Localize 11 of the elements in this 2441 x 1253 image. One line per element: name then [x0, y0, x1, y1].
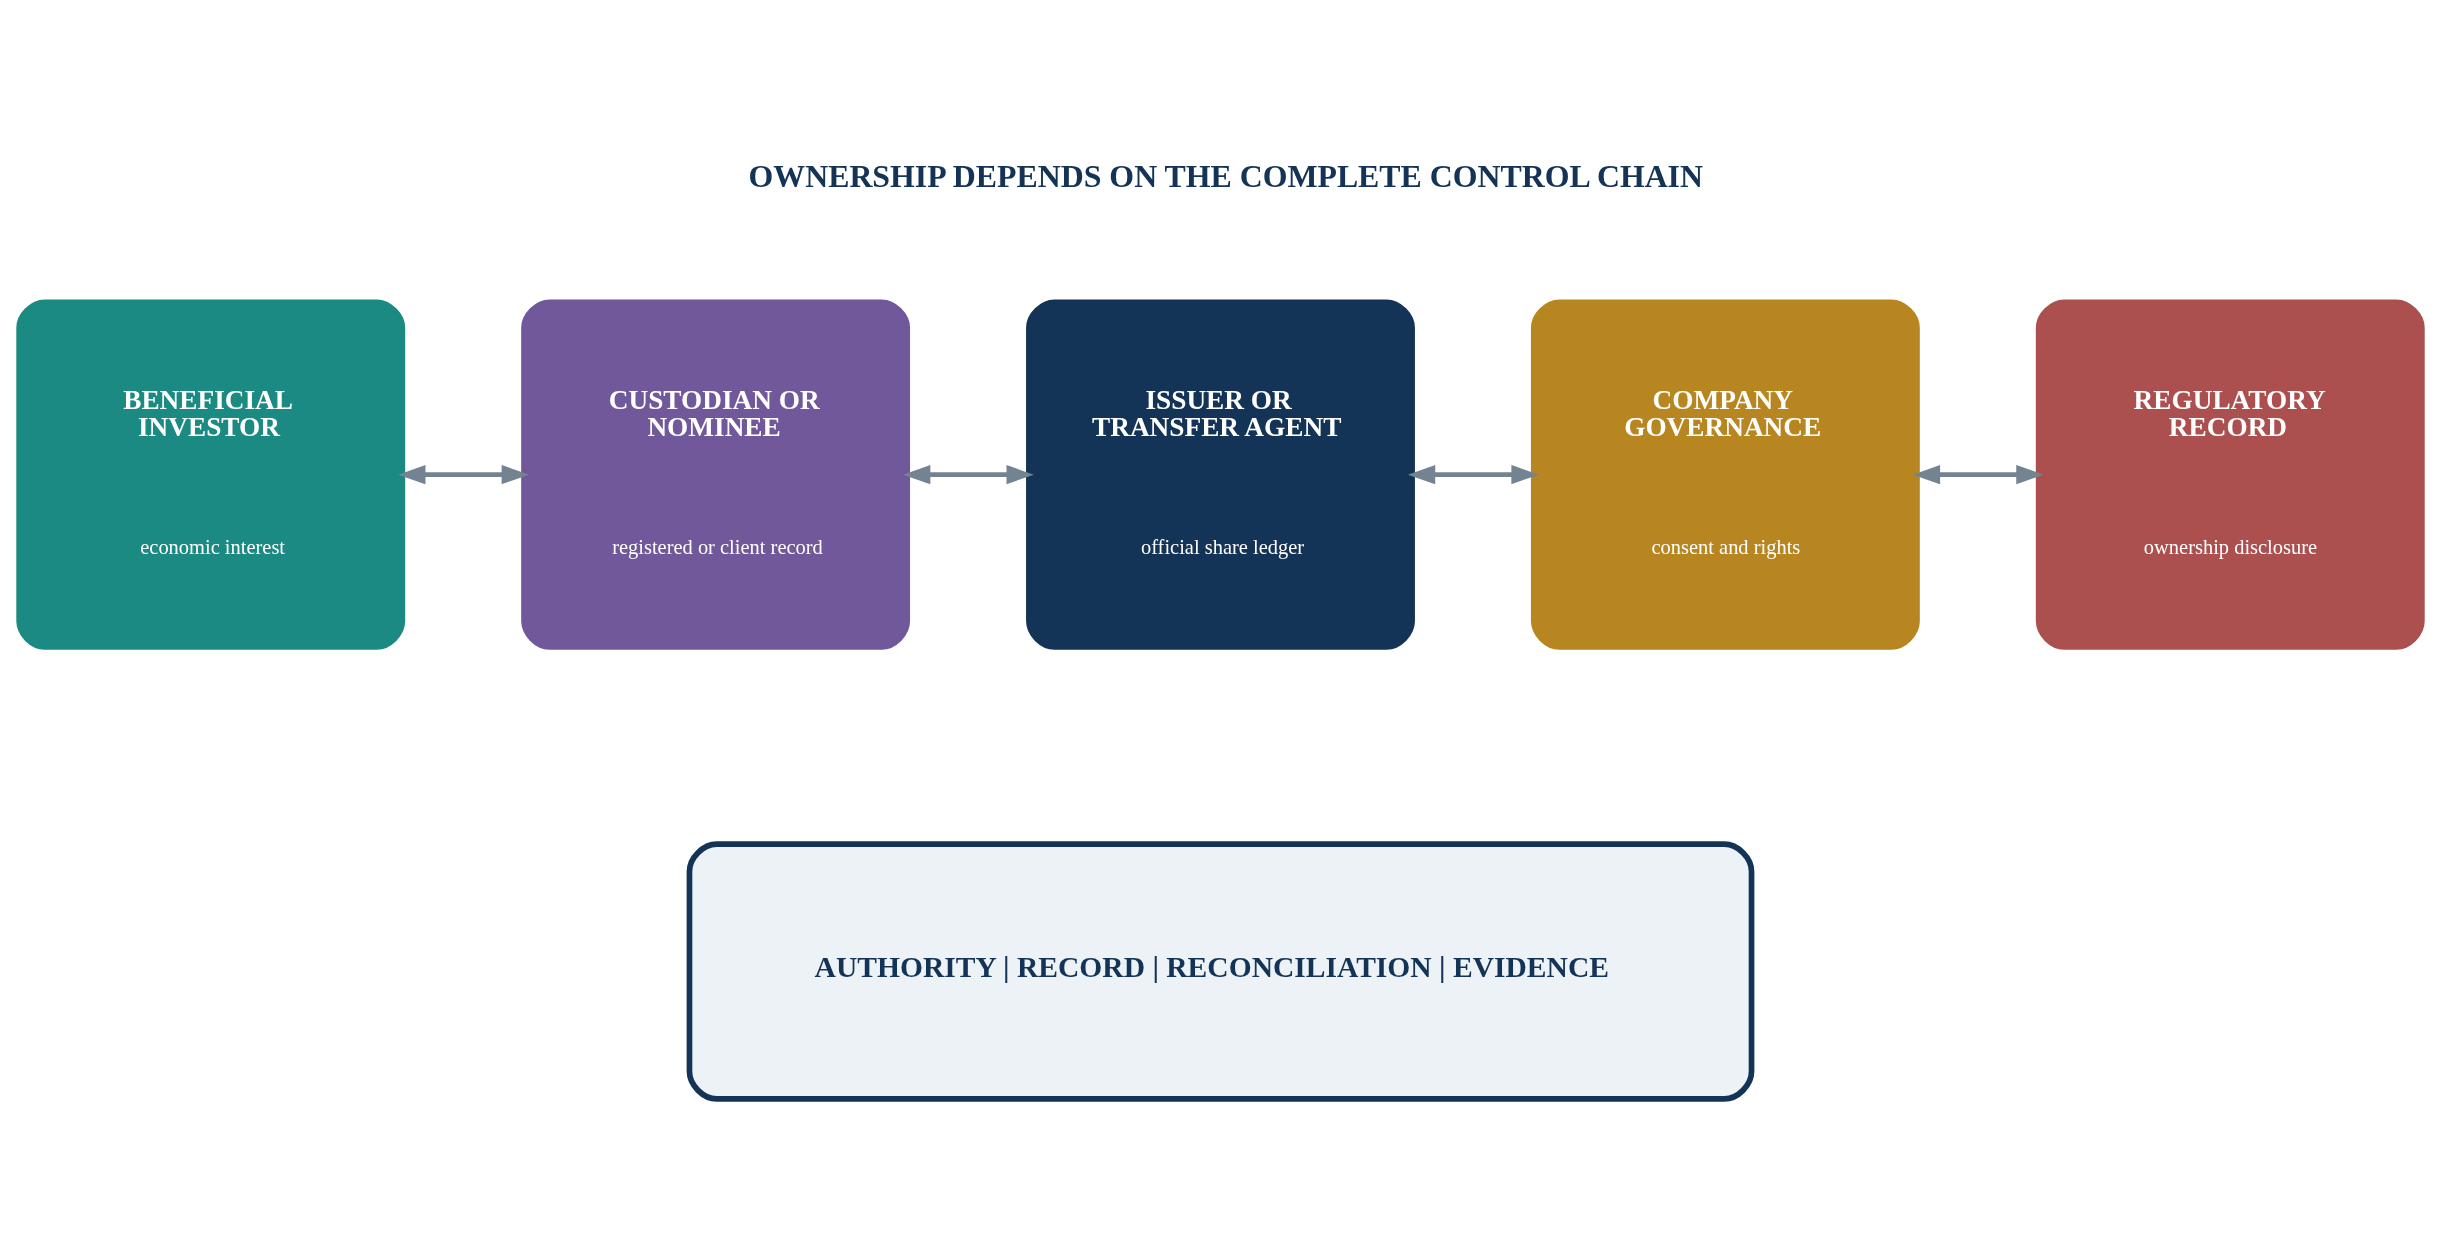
- node-box: AUTHORITY | RECORD | RECONCILIATION | EVIDENCE: [686, 840, 1755, 1102]
- node-box: REGULATORY RECORD ownership disclosure: [2035, 299, 2425, 650]
- node-box: COMPANY GOVERNANCE consent and rights: [1530, 299, 1920, 650]
- arrow: [1912, 464, 2044, 484]
- arrow: [398, 464, 529, 484]
- arrow: [1407, 464, 1539, 484]
- arrow: [903, 464, 1034, 484]
- node-box: BENEFICIAL INVESTOR economic interest: [16, 299, 406, 650]
- node-box: ISSUER OR TRANSFER AGENT official share ledger: [1026, 299, 1415, 650]
- diagram-title: OWNERSHIP DEPENDS ON THE COMPLETE CONTROL CHAIN: [748, 158, 1704, 194]
- node-box: CUSTODIAN OR NOMINEE registered or client record: [521, 299, 911, 650]
